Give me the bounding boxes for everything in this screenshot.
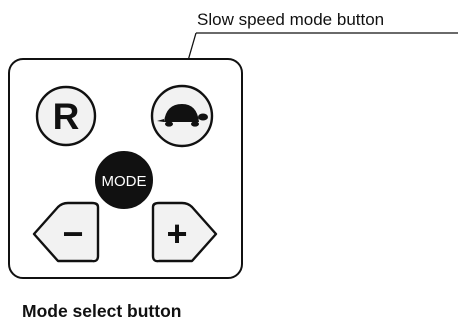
reset-button-label: R <box>53 96 80 137</box>
minus-button[interactable]: − <box>32 201 100 263</box>
turtle-icon <box>157 104 208 127</box>
minus-button-label: − <box>62 213 83 254</box>
slow-speed-mode-button[interactable] <box>150 84 214 148</box>
plus-button-label: + <box>166 213 187 254</box>
mode-select-button[interactable]: MODE <box>95 151 153 209</box>
diagram-caption: Mode select button <box>22 301 182 321</box>
plus-button[interactable]: + <box>151 201 218 263</box>
callout-label: Slow speed mode button <box>197 10 385 29</box>
reset-button[interactable]: R <box>35 85 97 147</box>
mode-button-label: MODE <box>102 173 147 190</box>
